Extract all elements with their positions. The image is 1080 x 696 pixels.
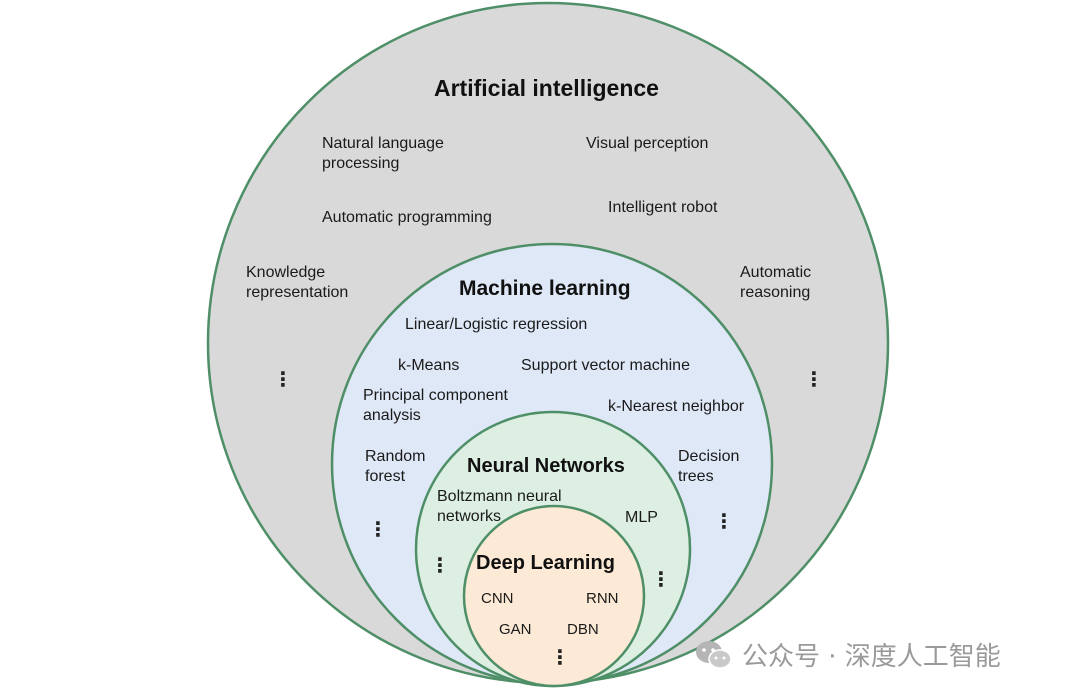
dl-title: Deep Learning [476, 552, 615, 574]
nn-item-boltzmann: Boltzmann neural networks [437, 488, 562, 525]
ai-item-visual-perception: Visual perception [586, 135, 709, 152]
watermark: 公众号 · 深度人工智能 [694, 636, 1001, 673]
ml-item-linear-logistic: Linear/Logistic regression [405, 316, 588, 333]
dl-circle [462, 504, 646, 688]
ml-title: Machine learning [459, 277, 631, 300]
ai-item-automatic-programming: Automatic programming [322, 209, 492, 226]
dl-item-rnn: RNN [586, 590, 619, 607]
ml-item-knn: k-Nearest neighbor [608, 398, 745, 415]
ml-item-decision-trees: Decision trees [678, 448, 740, 485]
nn-ellipsis-right: ⋮ [651, 569, 671, 591]
ai-item-intelligent-robot: Intelligent robot [608, 199, 718, 216]
ml-item-kmeans: k-Means [398, 357, 460, 374]
dl-ellipsis: ⋮ [550, 647, 570, 669]
ai-item-automatic-reasoning: Automatic reasoning [740, 264, 812, 301]
ai-title: Artificial intelligence [434, 75, 659, 101]
ml-ellipsis-right: ⋮ [714, 511, 734, 533]
wechat-icon [696, 640, 732, 669]
dl-item-gan: GAN [499, 621, 532, 638]
ml-item-random-forest: Random forest [365, 448, 426, 485]
ai-item-knowledge-representation: Knowledge representation [246, 264, 349, 301]
nn-item-mlp: MLP [625, 509, 658, 526]
nn-title: Neural Networks [467, 455, 625, 477]
dl-item-cnn: CNN [481, 590, 514, 607]
dl-item-dbn: DBN [567, 621, 599, 638]
nn-ellipsis-left: ⋮ [430, 555, 450, 577]
ml-ellipsis-left: ⋮ [368, 519, 388, 541]
ml-item-pca: Principal component analysis [363, 387, 508, 424]
ai-ellipsis-right: ⋮ [804, 369, 824, 391]
ai-item-nlp: Natural language processing [322, 135, 444, 172]
ai-ellipsis-left: ⋮ [273, 369, 293, 391]
watermark-text: 公众号 · 深度人工智能 [742, 642, 1001, 672]
ml-item-svm: Support vector machine [521, 357, 690, 374]
